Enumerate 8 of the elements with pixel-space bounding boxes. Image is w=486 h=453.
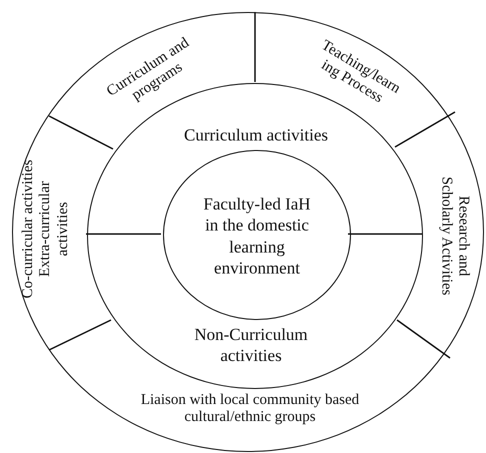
center-ellipse <box>163 150 351 320</box>
sector-label: Research and Scholarly Activities <box>436 168 472 304</box>
ring-label: Non-Curriculum activities <box>193 324 309 366</box>
sector-label: Co-curricular activities Extra-curricular activities <box>20 154 72 304</box>
ring-label: Faculty-led IaH in the domestic learning environment <box>202 194 312 278</box>
ring-ellipse <box>12 12 484 452</box>
ring-label: Curriculum activities <box>183 124 329 146</box>
sector-label: Liaison with local community based cultural/ethnic groups <box>132 392 368 426</box>
